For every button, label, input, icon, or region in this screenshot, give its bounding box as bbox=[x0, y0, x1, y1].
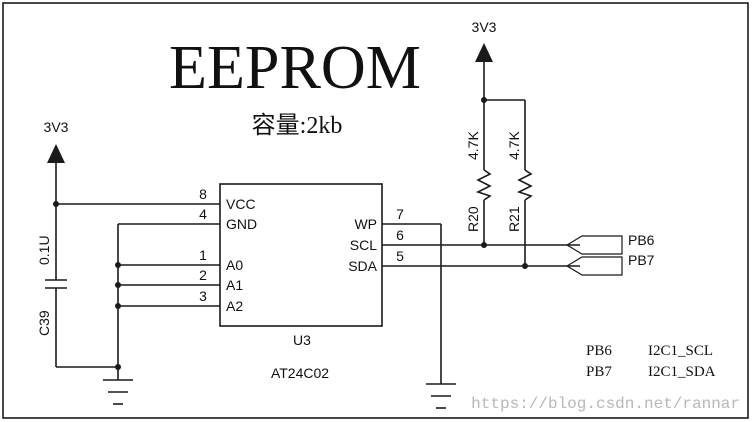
port-connector-pb6 bbox=[565, 235, 623, 255]
resistor-r21-ref: R21 bbox=[506, 206, 522, 232]
pin-name-gnd: GND bbox=[226, 216, 257, 232]
pin-map-func-1: I2C1_SCL bbox=[648, 343, 713, 359]
resistor-r20 bbox=[475, 169, 492, 201]
ground-symbol-left-icon bbox=[103, 379, 133, 405]
power-arrow-left-icon bbox=[47, 144, 65, 163]
pin-number-a0: 1 bbox=[199, 247, 207, 263]
capacitor-value: 0.1U bbox=[36, 235, 52, 265]
port-connector-pb7 bbox=[565, 256, 623, 276]
pin-name-scl: SCL bbox=[350, 237, 377, 253]
pin-number-gnd: 4 bbox=[199, 206, 207, 222]
port-label-pb6: PB6 bbox=[628, 232, 655, 248]
pin-name-a0: A0 bbox=[226, 257, 243, 273]
chip-part-number: AT24C02 bbox=[271, 365, 329, 381]
pin-number-scl: 6 bbox=[396, 227, 404, 243]
schematic-title: EEPROM bbox=[169, 34, 421, 102]
capacitor-ref: C39 bbox=[36, 310, 52, 336]
resistor-r20-value: 4.7K bbox=[465, 131, 481, 160]
resistor-r20-ref: R20 bbox=[465, 206, 481, 232]
capacity-label: 容量:2kb bbox=[252, 112, 343, 139]
chip-ref: U3 bbox=[293, 332, 311, 348]
pin-number-sda: 5 bbox=[396, 248, 404, 264]
pin-name-a1: A1 bbox=[226, 277, 243, 293]
pin-name-wp: WP bbox=[354, 216, 377, 232]
chip-body bbox=[219, 183, 383, 327]
pin-map-pin-2: PB7 bbox=[586, 364, 612, 380]
power-label-left: 3V3 bbox=[44, 119, 69, 135]
pin-map-pin-1: PB6 bbox=[586, 343, 612, 359]
power-label-right: 3V3 bbox=[472, 19, 497, 35]
resistor-r21-value: 4.7K bbox=[506, 131, 522, 160]
port-label-pb7: PB7 bbox=[628, 252, 655, 268]
pin-number-vcc: 8 bbox=[199, 186, 207, 202]
ground-symbol-right-icon bbox=[426, 383, 456, 409]
resistor-r21 bbox=[516, 169, 533, 201]
pin-number-a1: 2 bbox=[199, 267, 207, 283]
watermark-url: https://blog.csdn.net/rannar bbox=[471, 395, 740, 413]
pin-map-func-2: I2C1_SDA bbox=[648, 364, 716, 380]
pin-number-wp: 7 bbox=[396, 206, 404, 222]
pin-number-a2: 3 bbox=[199, 288, 207, 304]
pin-name-vcc: VCC bbox=[226, 196, 256, 212]
pin-name-a2: A2 bbox=[226, 298, 243, 314]
power-arrow-right-icon bbox=[475, 43, 493, 62]
pin-name-sda: SDA bbox=[348, 258, 377, 274]
